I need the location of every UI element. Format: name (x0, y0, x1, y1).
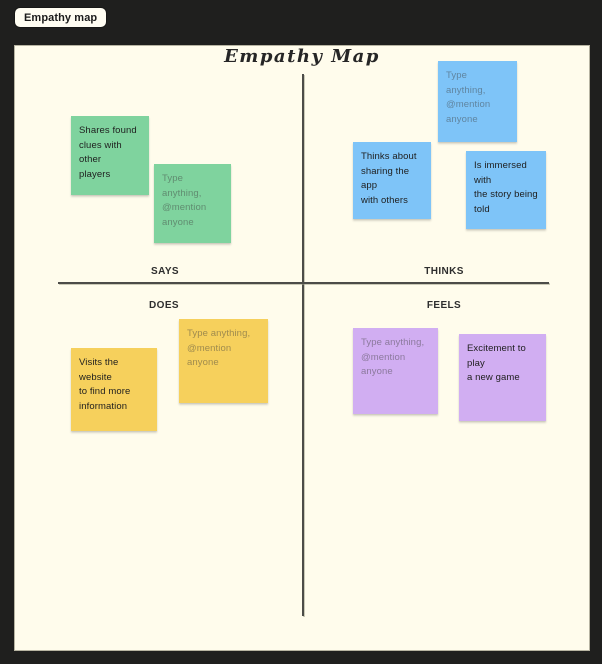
sticky-note-placeholder-text: Type anything, @mention anyone (446, 70, 491, 126)
whiteboard-canvas[interactable]: Empathy Map SAYS THINKS DOES FEELS Share… (14, 45, 590, 651)
sticky-note-text: Is immersed with the story being told (474, 160, 538, 216)
sticky-note-placeholder-text: Type anything, @mention anyone (361, 337, 425, 378)
sticky-note-thinks-2[interactable]: Is immersed with the story being told (466, 151, 546, 229)
sticky-note-feels-empty[interactable]: Type anything, @mention anyone (353, 328, 438, 414)
sticky-note-placeholder-text: Type anything, @mention anyone (162, 173, 207, 229)
empathy-map-title[interactable]: Empathy Map (224, 46, 380, 67)
sticky-note-thinks-empty[interactable]: Type anything, @mention anyone (438, 61, 517, 142)
sticky-note-thinks-1[interactable]: Thinks about sharing the app with others (353, 142, 431, 219)
sticky-note-text: Shares found clues with other players (79, 125, 137, 181)
sticky-note-feels-1[interactable]: Excitement to play a new game (459, 334, 546, 421)
quadrant-label-does[interactable]: DOES (149, 300, 179, 311)
sticky-note-text: Thinks about sharing the app with others (361, 151, 417, 207)
quadrant-label-feels[interactable]: FEELS (426, 300, 462, 311)
vertical-axis-line (302, 74, 304, 616)
quadrant-label-thinks[interactable]: THINKS (424, 266, 464, 277)
horizontal-axis-line (58, 282, 549, 284)
board-name-tab[interactable]: Empathy map (15, 8, 107, 27)
sticky-note-says-empty[interactable]: Type anything, @mention anyone (154, 164, 231, 243)
sticky-note-text: Visits the website to find more informat… (79, 357, 131, 413)
sticky-note-says-1[interactable]: Shares found clues with other players (71, 116, 149, 195)
board-name-label: Empathy map (24, 11, 98, 24)
quadrant-label-says[interactable]: SAYS (151, 266, 179, 277)
sticky-note-does-1[interactable]: Visits the website to find more informat… (71, 348, 157, 431)
sticky-note-text: Excitement to play a new game (467, 343, 526, 384)
sticky-note-placeholder-text: Type anything, @mention anyone (187, 328, 251, 369)
sticky-note-does-empty[interactable]: Type anything, @mention anyone (179, 319, 268, 403)
